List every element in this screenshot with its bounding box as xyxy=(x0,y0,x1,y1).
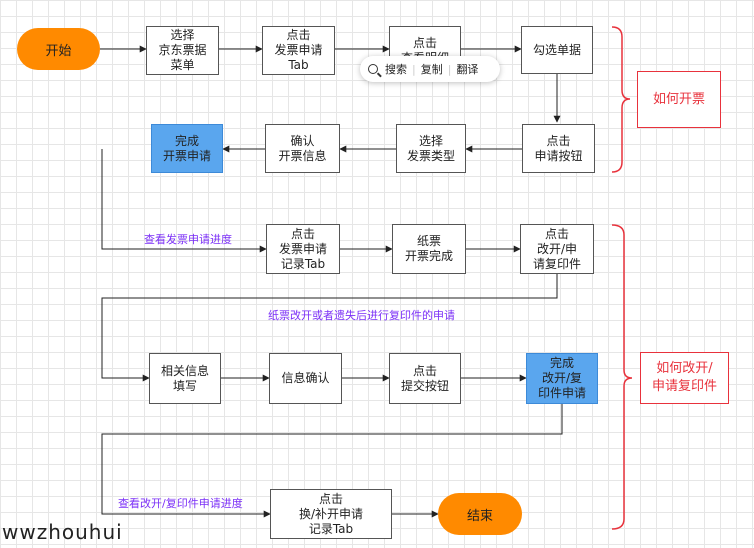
group-how-invoice: 如何开票 xyxy=(637,71,721,128)
click-record-tab-box: 点击 发票申请 记录Tab xyxy=(266,224,340,274)
paper-invoice-done-box: 纸票 开票完成 xyxy=(392,224,466,274)
click-change-record-tab-box: 点击 换/补开申请 记录Tab xyxy=(270,489,392,539)
check-bill-box: 勾选单据 xyxy=(521,26,593,74)
done-invoice-apply-box: 完成 开票申请 xyxy=(151,124,223,173)
note-view-change-progress: 查看改开/复印件申请进度 xyxy=(118,497,243,510)
brace-how-invoice xyxy=(611,26,631,173)
popup-divider: | xyxy=(447,62,452,76)
watermark: wwzhouhui xyxy=(2,520,123,544)
group-how-change: 如何改开/ 申请复印件 xyxy=(640,352,729,404)
start-node: 开始 xyxy=(17,28,100,70)
confirm-invoice-info-box: 确认 开票信息 xyxy=(265,124,340,173)
done-change-apply-box: 完成 改开/复 印件申请 xyxy=(526,353,598,404)
note-lost-paper: 纸票改开或者遗失后进行复印件的申请 xyxy=(268,309,455,322)
click-submit-box: 点击 提交按钮 xyxy=(389,353,461,404)
popup-copy[interactable]: 复制 xyxy=(420,63,443,76)
selection-popup[interactable]: 搜索 | 复制 | 翻译 xyxy=(360,56,500,82)
popup-translate[interactable]: 翻译 xyxy=(456,63,479,76)
end-node: 结束 xyxy=(438,493,522,535)
select-invoice-type-box: 选择 发票类型 xyxy=(396,124,466,173)
click-apply-button-box: 点击 申请按钮 xyxy=(522,124,595,173)
search-icon[interactable] xyxy=(368,64,378,74)
select-menu-box: 选择 京东票据 菜单 xyxy=(146,26,219,75)
info-confirm-box: 信息确认 xyxy=(269,353,342,404)
arrow-change-to-fill xyxy=(101,274,558,382)
brace-how-change xyxy=(611,224,633,530)
fill-info-box: 相关信息 填写 xyxy=(149,353,221,404)
arrow-done-to-record xyxy=(101,149,267,253)
arrow-done-to-change-record xyxy=(101,404,563,518)
popup-search[interactable]: 搜索 xyxy=(385,63,407,76)
click-apply-tab-box: 点击 发票申请 Tab xyxy=(262,26,335,75)
popup-divider: | xyxy=(412,62,416,76)
note-view-progress: 查看发票申请进度 xyxy=(144,233,232,246)
click-change-apply-box: 点击 改开/申 请复印件 xyxy=(520,224,594,274)
